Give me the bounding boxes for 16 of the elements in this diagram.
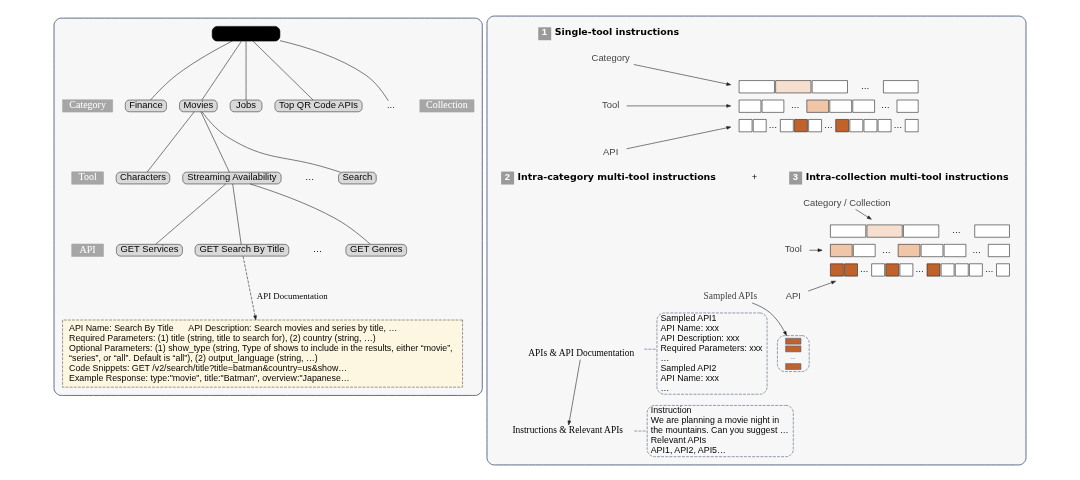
node-label: Single-tool instructions xyxy=(554,25,679,37)
node-text: API xyxy=(785,289,801,301)
node-text: Category xyxy=(591,51,630,63)
edge-label: API Documentation xyxy=(256,290,328,301)
node-label: Intra-category multi-tool instructions xyxy=(517,170,716,182)
label: + xyxy=(751,170,758,182)
node-text: Instructions & Relevant APIs xyxy=(512,424,623,435)
node-text: Sampled APIs xyxy=(703,290,758,301)
label: … xyxy=(304,170,315,182)
label: … xyxy=(312,242,323,254)
node-label: Intra-collection multi-tool instructions xyxy=(805,170,1009,182)
node-text: APIs & API Documentation xyxy=(528,347,635,358)
node-text: Tool xyxy=(602,98,620,110)
node-text: API xyxy=(603,145,619,157)
node-text: Tool xyxy=(784,242,802,254)
node-text: Category / Collection xyxy=(803,196,891,208)
